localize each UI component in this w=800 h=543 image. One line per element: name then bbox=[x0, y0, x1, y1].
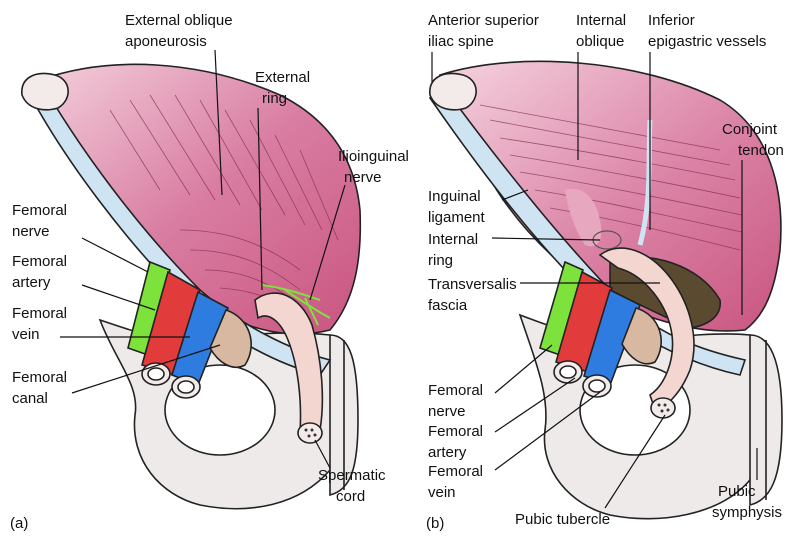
label-femoral-artery-a: Femoral artery bbox=[12, 253, 71, 291]
leader-lines-a bbox=[60, 49, 346, 469]
label-pubic-tubercle: Pubic tubercle bbox=[515, 511, 610, 528]
artery-lumen-a bbox=[147, 367, 165, 381]
inguinal-ligament-b bbox=[429, 80, 747, 376]
panel-tag-a: (a) bbox=[10, 515, 28, 532]
ilioinguinal-nerve-a bbox=[261, 284, 331, 326]
label-inferior-epigastric-vessels: Inferior epigastric vessels bbox=[648, 12, 766, 50]
label-spermatic-cord: Spermatic cord bbox=[318, 467, 390, 505]
iliac-spine-b bbox=[429, 72, 477, 111]
vein-lumen-a bbox=[177, 380, 195, 394]
label-conjoint-tendon: Conjoint tendon bbox=[722, 121, 784, 159]
label-external-ring: External ring bbox=[255, 69, 314, 107]
panel-tag-b: (b) bbox=[426, 515, 444, 532]
label-external-oblique-aponeurosis: External oblique aponeurosis bbox=[125, 12, 237, 50]
label-anterior-superior-iliac-spine: Anterior superior iliac spine bbox=[428, 12, 543, 50]
label-femoral-canal: Femoral canal bbox=[12, 369, 71, 407]
internal-oblique-shape bbox=[438, 60, 782, 332]
cord-end-dots-b bbox=[657, 403, 670, 413]
label-internal-ring: Internal ring bbox=[428, 231, 482, 269]
leader-lines-b bbox=[431, 52, 758, 509]
label-ilioinguinal-nerve: Ilioinguinal nerve bbox=[338, 148, 413, 186]
label-internal-oblique: Internal oblique bbox=[576, 12, 630, 50]
label-femoral-vein-a: Femoral vein bbox=[12, 305, 71, 343]
panel-a: External oblique aponeurosis External ri… bbox=[10, 12, 413, 532]
label-inguinal-ligament: Inguinal ligament bbox=[428, 188, 486, 226]
panel-b: Anterior superior iliac spine Internal o… bbox=[426, 12, 784, 532]
label-femoral-artery-b: Femoral artery bbox=[428, 423, 487, 461]
femoral-canal-fat-a bbox=[209, 309, 252, 369]
vein-lumen-b bbox=[588, 379, 606, 393]
label-femoral-vein-b: Femoral vein bbox=[428, 463, 487, 501]
fat-b bbox=[621, 307, 662, 365]
label-pubic-symphysis: Pubic symphysis bbox=[712, 483, 782, 521]
label-femoral-nerve-b: Femoral nerve bbox=[428, 382, 487, 420]
label-transversalis-fascia: Transversalis fascia bbox=[428, 276, 521, 314]
iliac-spine-a bbox=[21, 72, 69, 111]
cord-end-a bbox=[297, 422, 323, 444]
artery-lumen-b bbox=[559, 365, 577, 379]
label-femoral-nerve-a: Femoral nerve bbox=[12, 202, 71, 240]
cord-end-b bbox=[650, 397, 676, 419]
cord-end-dots-a bbox=[304, 428, 317, 438]
cord-inner-b bbox=[565, 188, 602, 247]
